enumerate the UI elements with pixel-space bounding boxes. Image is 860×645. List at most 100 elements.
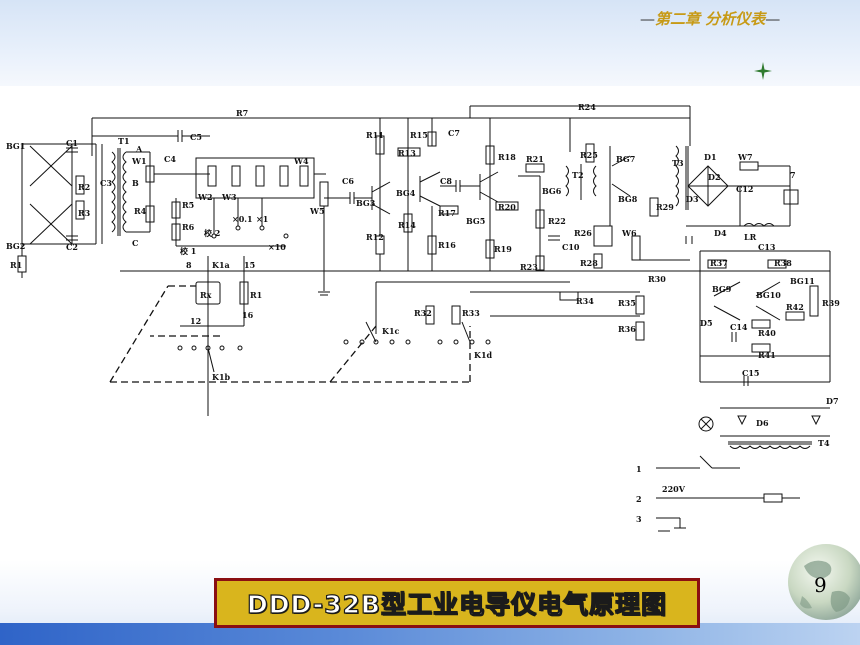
label-r17: R17 bbox=[438, 208, 456, 218]
label-w5: W5 bbox=[309, 206, 325, 216]
label-c4: C4 bbox=[164, 154, 176, 164]
label-x01: ×0.1 bbox=[232, 214, 253, 224]
title-dash-right: — bbox=[765, 10, 781, 28]
label-bg11: BG11 bbox=[790, 276, 815, 286]
label-r16: R16 bbox=[438, 240, 456, 250]
label-d1: D1 bbox=[704, 152, 717, 162]
label-r35: R35 bbox=[618, 298, 636, 308]
label-c3: C3 bbox=[100, 178, 112, 188]
caption-title: DDD-32B型工业电导仪电气原理图 bbox=[246, 589, 667, 619]
label-r33: R33 bbox=[462, 308, 480, 318]
label-r11: R11 bbox=[366, 130, 384, 140]
label-n7: 7 bbox=[790, 170, 796, 180]
star-icon bbox=[754, 62, 772, 80]
label-k1b: K1b bbox=[212, 372, 231, 382]
label-r12: R12 bbox=[366, 232, 384, 242]
label-d3: D3 bbox=[686, 194, 699, 204]
label-c15: C15 bbox=[742, 368, 760, 378]
label-c13: C13 bbox=[758, 242, 776, 252]
label-bg1: BG1 bbox=[6, 141, 25, 151]
label-jiao2: 校 2 bbox=[204, 228, 220, 238]
label-r20: R20 bbox=[498, 202, 516, 212]
page-number: 9 bbox=[814, 573, 827, 597]
label-bg10: BG10 bbox=[756, 290, 781, 300]
globe-icon bbox=[788, 544, 860, 620]
label-r22: R22 bbox=[548, 216, 566, 226]
label-w2: W2 bbox=[197, 192, 213, 202]
label-r1b: R1 bbox=[250, 290, 262, 300]
label-n12: 12 bbox=[190, 316, 201, 326]
label-bg8: BG8 bbox=[618, 194, 638, 204]
label-c14: C14 bbox=[730, 322, 748, 332]
label-lr: LR bbox=[744, 232, 757, 242]
label-bg6: BG6 bbox=[542, 186, 562, 196]
label-w7: W7 bbox=[737, 152, 753, 162]
label-r5: R5 bbox=[182, 200, 194, 210]
label-p3: 3 bbox=[636, 514, 642, 524]
label-d6: D6 bbox=[756, 418, 769, 428]
label-t1: T1 bbox=[118, 136, 130, 146]
label-x10: ×10 bbox=[268, 242, 286, 252]
label-d7: D7 bbox=[826, 396, 839, 406]
label-r38: R38 bbox=[774, 258, 792, 268]
label-r6: R6 bbox=[182, 222, 195, 232]
label-r7: R7 bbox=[236, 108, 248, 118]
label-d4: D4 bbox=[714, 228, 727, 238]
chapter-title-text: 第二章 分析仪表 bbox=[655, 10, 766, 28]
label-r3: R3 bbox=[78, 208, 91, 218]
header-band bbox=[0, 0, 860, 86]
label-r28: R28 bbox=[580, 258, 598, 268]
label-bg4: BG4 bbox=[396, 188, 416, 198]
caption-box: DDD-32B型工业电导仪电气原理图 bbox=[214, 578, 700, 628]
footer-stripe bbox=[0, 623, 860, 645]
label-c1: C1 bbox=[66, 138, 78, 148]
label-n15: 15 bbox=[244, 260, 255, 270]
label-r18: R18 bbox=[498, 152, 516, 162]
label-r26: R26 bbox=[574, 228, 592, 238]
label-r41: R41 bbox=[758, 350, 776, 360]
label-rx: Rx bbox=[200, 290, 212, 300]
label-w3: W3 bbox=[221, 192, 237, 202]
label-bg9: BG9 bbox=[712, 284, 732, 294]
label-node-c: C bbox=[132, 238, 138, 248]
label-c5: C5 bbox=[190, 132, 202, 142]
label-bg7: BG7 bbox=[616, 154, 635, 164]
label-r2: R2 bbox=[78, 182, 90, 192]
label-r1: R1 bbox=[10, 260, 22, 270]
label-d5: D5 bbox=[700, 318, 713, 328]
label-c12: C12 bbox=[736, 184, 754, 194]
label-v220: 220V bbox=[662, 484, 686, 494]
circuit-schematic: BG1 BG2 C1 C2 C3 R2 R3 R1 T1 A B C W1 R4… bbox=[6, 102, 840, 532]
label-r4: R4 bbox=[134, 206, 147, 216]
label-w6: W6 bbox=[621, 228, 637, 238]
label-p2: 2 bbox=[636, 494, 642, 504]
label-r39: R39 bbox=[822, 298, 840, 308]
label-r37: R37 bbox=[710, 258, 728, 268]
label-c2: C2 bbox=[66, 242, 78, 252]
label-r15: R15 bbox=[410, 130, 428, 140]
label-node-a: A bbox=[135, 144, 143, 154]
label-r32: R32 bbox=[414, 308, 432, 318]
label-bg5: BG5 bbox=[466, 216, 485, 226]
label-r25: R25 bbox=[580, 150, 598, 160]
label-r40: R40 bbox=[758, 328, 776, 338]
label-w4: W4 bbox=[293, 156, 309, 166]
label-r36: R36 bbox=[618, 324, 636, 334]
label-t3: T3 bbox=[672, 158, 684, 168]
label-r13: R13 bbox=[398, 148, 416, 158]
label-w1: W1 bbox=[131, 156, 147, 166]
chapter-title: —第二章 分析仪表— bbox=[640, 8, 780, 29]
label-k1c: K1c bbox=[382, 326, 400, 336]
label-r42: R42 bbox=[786, 302, 804, 312]
label-node-b: B bbox=[132, 178, 139, 188]
label-c6: C6 bbox=[342, 176, 354, 186]
label-jiao1: 校 1 bbox=[180, 246, 196, 256]
label-p1: 1 bbox=[636, 464, 642, 474]
label-bg2: BG2 bbox=[6, 241, 25, 251]
title-dash-left: — bbox=[640, 10, 655, 28]
label-c10: C10 bbox=[562, 242, 580, 252]
label-r29: R29 bbox=[656, 202, 674, 212]
label-r23: R23 bbox=[520, 262, 538, 272]
label-r30: R30 bbox=[648, 274, 666, 284]
label-t4: T4 bbox=[818, 438, 830, 448]
